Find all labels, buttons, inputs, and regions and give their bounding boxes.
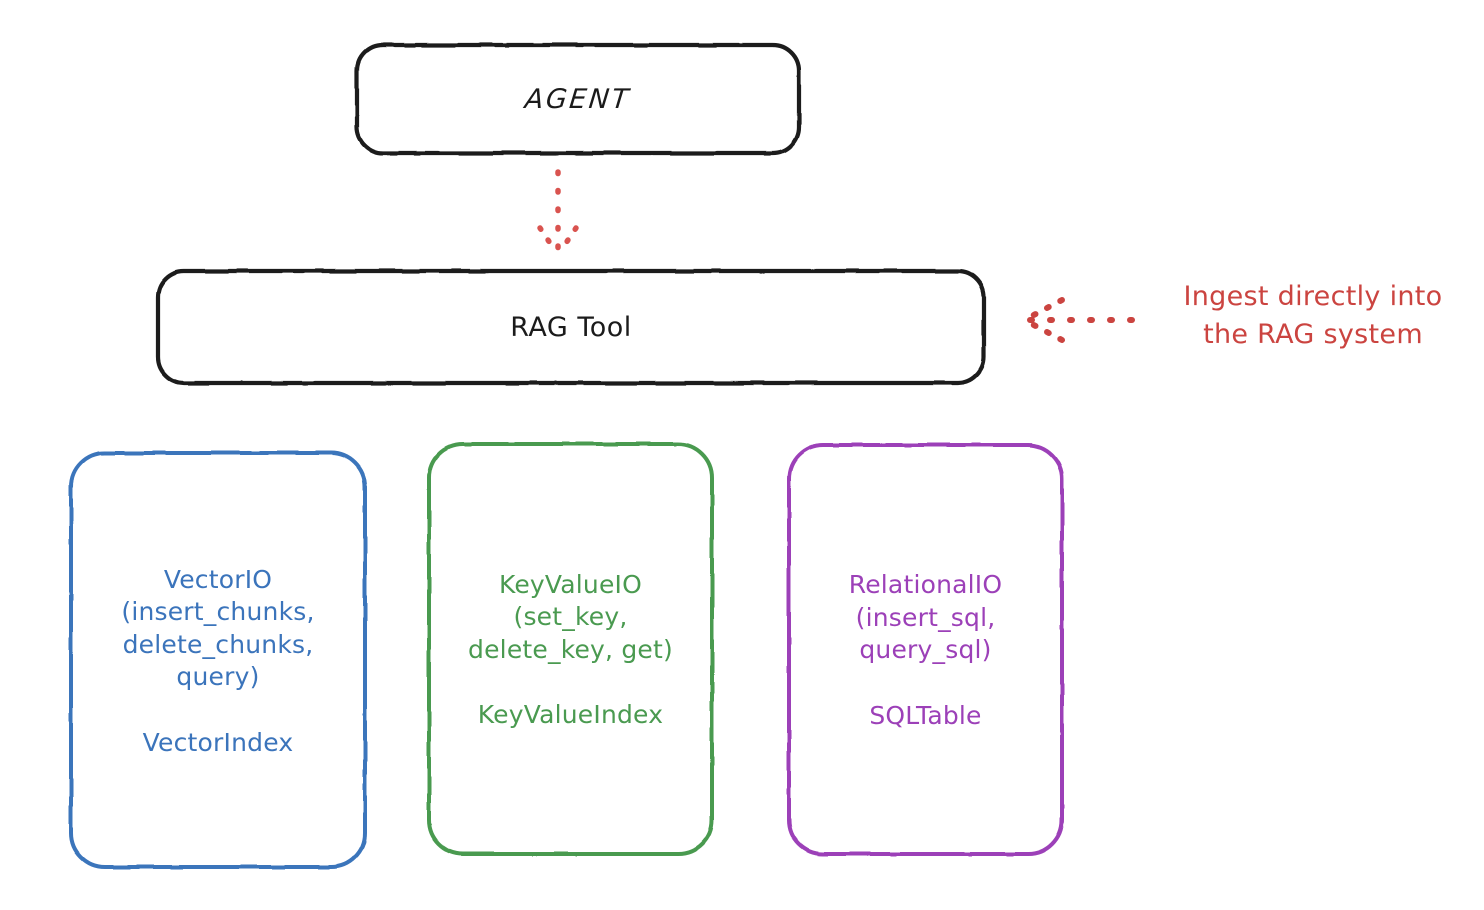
vector-io-api-label: VectorIO (insert_chunks, delete_chunks, …	[121, 564, 315, 692]
keyvalue-io-api-label: KeyValueIO (set_key, delete_key, get)	[468, 569, 673, 664]
agent-node[interactable]: AGENT	[356, 44, 800, 154]
relational-io-node[interactable]: RelationalIO (insert_sql, query_sql) SQL…	[788, 444, 1063, 855]
vector-io-node[interactable]: VectorIO (insert_chunks, delete_chunks, …	[70, 452, 366, 868]
keyvalue-io-node[interactable]: KeyValueIO (set_key, delete_key, get) Ke…	[428, 443, 713, 855]
agent-label: AGENT	[523, 83, 633, 115]
keyvalue-box-outline	[427, 442, 714, 856]
relational-box-outline	[787, 443, 1064, 856]
ingest-to-rag-tool-arrow	[1023, 297, 1135, 343]
relational-io-api-label: RelationalIO (insert_sql, query_sql)	[848, 570, 1003, 665]
rag-tool-label: RAG Tool	[510, 311, 632, 343]
ingest-annotation: Ingest directly into the RAG system	[1183, 281, 1443, 350]
rag-tool-box-outline	[155, 268, 987, 386]
rag-tool-node[interactable]: RAG Tool	[157, 270, 985, 384]
sql-table-label: SQLTable	[869, 700, 982, 730]
agent-to-rag-tool-arrow	[537, 169, 579, 255]
agent-box-outline	[354, 42, 802, 156]
vector-index-label: VectorIndex	[142, 727, 294, 757]
keyvalue-index-label: KeyValueIndex	[477, 700, 664, 730]
vector-box-outline	[69, 451, 367, 869]
